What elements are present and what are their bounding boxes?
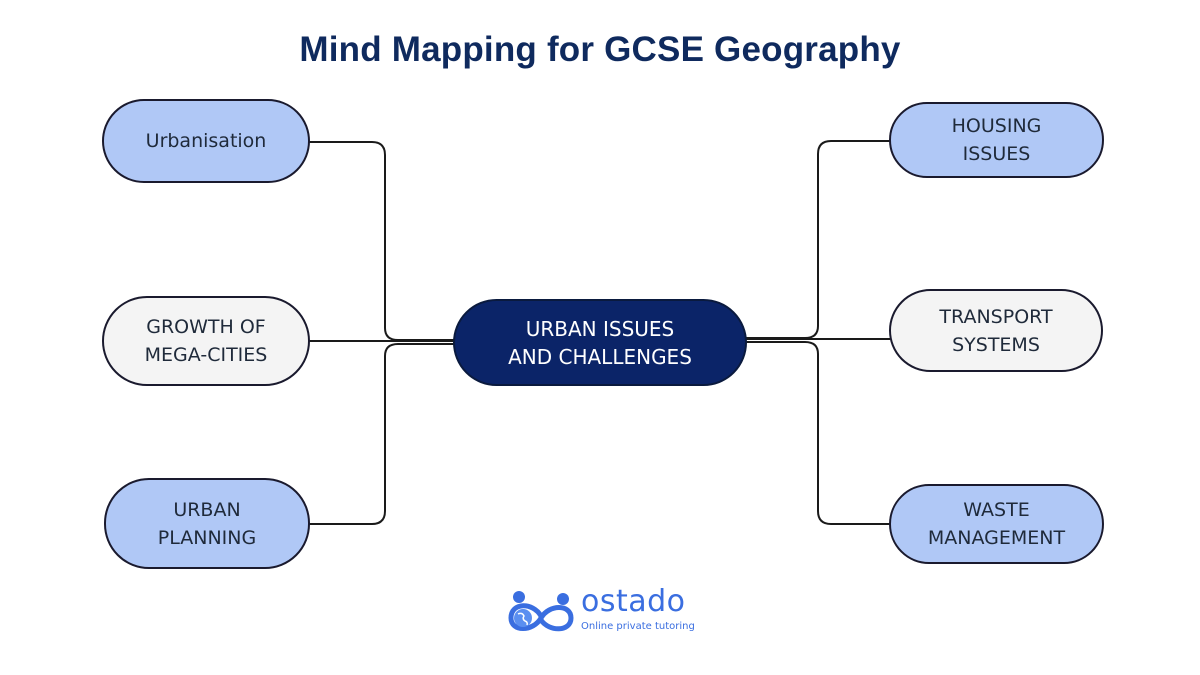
connector-housing xyxy=(746,140,890,339)
ostado-logo[interactable]: ostado Online private tutoring xyxy=(503,584,703,638)
node-waste-management[interactable]: WASTE MANAGEMENT xyxy=(889,484,1104,564)
connector-waste xyxy=(746,341,890,525)
node-urbanisation[interactable]: Urbanisation xyxy=(102,99,310,183)
logo-tagline: Online private tutoring xyxy=(581,621,695,632)
connector-urbanisation xyxy=(308,141,455,341)
connector-urban-planning xyxy=(308,343,455,525)
infinity-people-globe-icon xyxy=(508,591,574,632)
logo-wordmark: ostado xyxy=(581,584,686,619)
central-topic-node[interactable]: URBAN ISSUES AND CHALLENGES xyxy=(453,299,747,386)
page-title: Mind Mapping for GCSE Geography xyxy=(299,30,901,69)
node-urban-planning[interactable]: URBAN PLANNING xyxy=(104,478,310,569)
node-growth-of-mega-cities[interactable]: GROWTH OF MEGA-CITIES xyxy=(102,296,310,386)
node-transport-systems[interactable]: TRANSPORT SYSTEMS xyxy=(889,289,1103,372)
node-housing-issues[interactable]: HOUSING ISSUES xyxy=(889,102,1104,178)
